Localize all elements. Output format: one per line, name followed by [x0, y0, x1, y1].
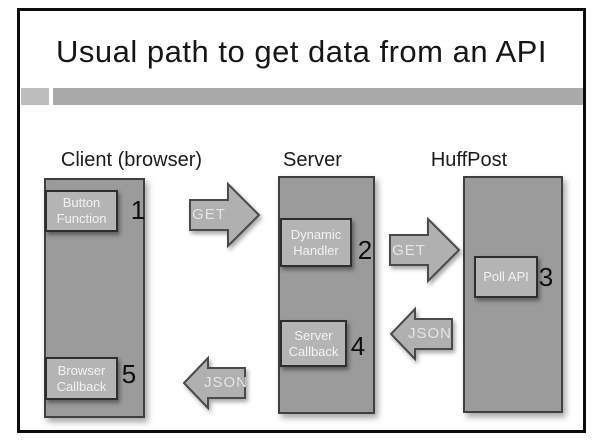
- browser-callback-box: Browser Callback: [45, 357, 118, 400]
- slide-title: Usual path to get data from an API: [56, 34, 547, 69]
- json-arrow-left-icon: [389, 306, 453, 362]
- arrow-shape: [189, 181, 261, 249]
- box-label-line: Poll API: [483, 269, 529, 284]
- json-arrow-label: JSON: [408, 325, 453, 342]
- step-number-5: 5: [121, 359, 137, 389]
- server-callback-box: Server Callback: [280, 320, 347, 367]
- step-number-1: 1: [130, 195, 146, 225]
- box-label-line: Browser: [57, 362, 106, 378]
- box-label-line: Dynamic: [290, 226, 342, 242]
- get-arrow-label: GET: [392, 242, 426, 259]
- accent-bar-left-segment: [21, 88, 49, 105]
- step-number-4: 4: [350, 331, 366, 361]
- column-heading-client: Client (browser): [60, 149, 203, 171]
- button-function-box: Button Function: [45, 190, 118, 232]
- poll-api-box: Poll API: [474, 256, 538, 298]
- json-arrow-label: JSON: [204, 374, 249, 391]
- step-number-2: 2: [357, 235, 373, 265]
- arrow-shape: [389, 216, 461, 284]
- dynamic-handler-box: Dynamic Handler: [280, 218, 352, 267]
- json-arrow-left-icon: [182, 355, 246, 411]
- slide-border: [17, 8, 586, 433]
- step-number-3: 3: [538, 262, 554, 292]
- box-label-line: Callback: [56, 378, 107, 394]
- server-column-rect: [278, 176, 375, 414]
- box-label-line: Handler: [293, 242, 339, 258]
- box-label-line: Function: [56, 211, 107, 226]
- box-label-line: Button: [62, 195, 101, 210]
- get-arrow-label: GET: [192, 206, 226, 223]
- box-label-line: Callback: [288, 343, 339, 359]
- get-arrow-right-icon: [189, 181, 261, 249]
- get-arrow-right-icon: [389, 216, 461, 284]
- arrow-shape: [389, 306, 453, 362]
- column-heading-server: Server: [283, 149, 342, 171]
- accent-bar-right-segment: [53, 88, 583, 105]
- column-heading-huffpost: HuffPost: [430, 149, 508, 171]
- arrow-shape: [182, 355, 246, 411]
- box-label-line: Server: [294, 327, 333, 343]
